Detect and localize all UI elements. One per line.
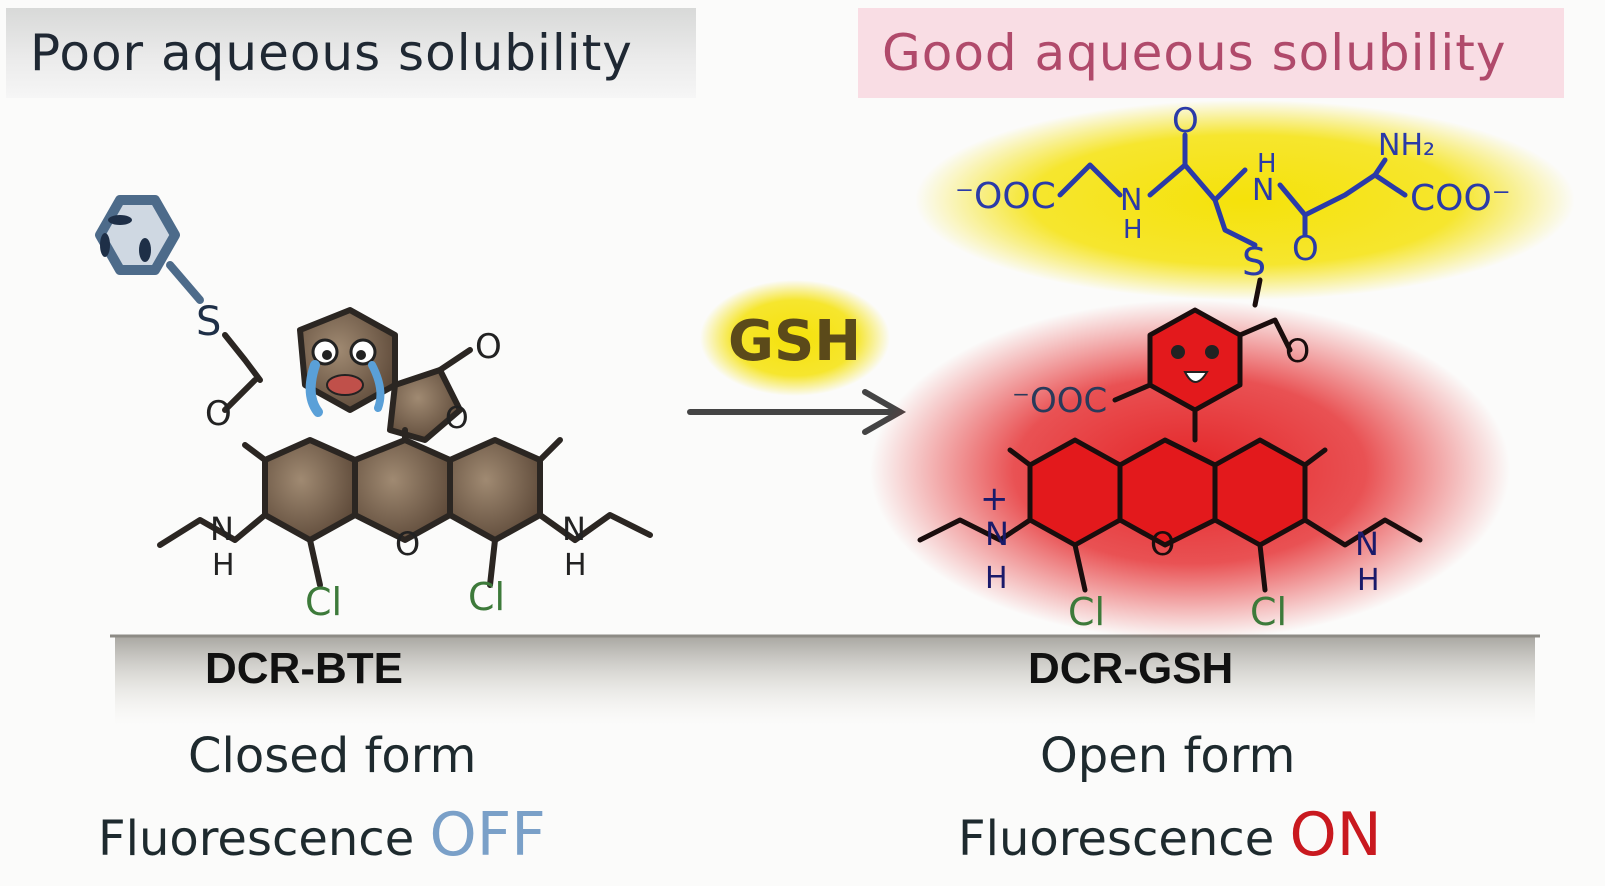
left-banner-text: Poor aqueous solubility bbox=[30, 24, 633, 82]
oxygen-label: O bbox=[445, 401, 469, 436]
left-fluorescence-prefix: Fluorescence bbox=[98, 811, 415, 867]
phenyl-bond bbox=[100, 233, 110, 257]
nitrogen-label: N bbox=[1355, 525, 1379, 563]
xanthene-right bbox=[447, 437, 543, 543]
hydrogen-label: H bbox=[564, 548, 587, 583]
nitrogen-label: N bbox=[562, 510, 586, 548]
nitrogen-label: N bbox=[210, 510, 234, 548]
gsh-glow bbox=[700, 280, 890, 396]
oxygen-label: O bbox=[1285, 332, 1310, 370]
oxygen-label: O bbox=[1292, 229, 1319, 269]
dcr-bte-atom-labels: S O O O O N H N H Cl Cl bbox=[196, 299, 587, 624]
carboxylate-label: ⁻OOC bbox=[955, 176, 1056, 217]
right-banner: Good aqueous solubility bbox=[858, 8, 1564, 98]
reaction-arrow bbox=[687, 389, 907, 435]
hydrogen-label: H bbox=[1357, 563, 1380, 598]
hydrogen-label: H bbox=[985, 561, 1008, 596]
lactone-ring bbox=[387, 367, 463, 443]
benzoate-ring bbox=[1147, 307, 1243, 413]
carboxylate-label: COO⁻ bbox=[1410, 178, 1511, 219]
amine-label: NH₂ bbox=[1378, 128, 1435, 163]
chlorine-label: Cl bbox=[305, 580, 342, 624]
phenyl-bond bbox=[108, 215, 132, 225]
reagent-label: GSH bbox=[728, 309, 861, 374]
sulfur-label: S bbox=[196, 299, 221, 345]
gsh-structure bbox=[1057, 132, 1408, 248]
plus-label: + bbox=[980, 479, 1009, 519]
right-fluorescence-prefix: Fluorescence bbox=[958, 811, 1275, 867]
oxygen-label: O bbox=[205, 394, 232, 434]
xanthene-right bbox=[1212, 437, 1308, 548]
dcr-bte-structure bbox=[95, 195, 653, 588]
oxygen-label: O bbox=[395, 525, 420, 563]
fluorescence-off-label: OFF bbox=[429, 800, 546, 870]
chlorine-label: Cl bbox=[468, 575, 505, 619]
left-fluorescence-line: Fluorescence OFF bbox=[98, 800, 546, 870]
hydrogen-label: H bbox=[1123, 215, 1143, 245]
nitrogen-label: N bbox=[985, 515, 1009, 553]
gsh-atom-labels: ⁻OOC N H O H N O NH₂ COO⁻ S bbox=[955, 101, 1511, 284]
ground-shadow bbox=[115, 635, 1535, 725]
crying-face bbox=[305, 338, 385, 417]
left-compound-name: DCR-BTE bbox=[205, 644, 403, 693]
xanthene-left bbox=[262, 437, 358, 543]
oxygen-label: O bbox=[1150, 525, 1175, 563]
nitrogen-label: N bbox=[1252, 173, 1274, 208]
hydrogen-label: H bbox=[1257, 149, 1277, 179]
hydrogen-label: H bbox=[212, 548, 235, 583]
gsh-chain-glow bbox=[915, 100, 1575, 300]
left-banner: Poor aqueous solubility bbox=[6, 8, 696, 98]
sulfur-label: S bbox=[1242, 240, 1266, 284]
xanthene-left bbox=[1027, 437, 1123, 548]
phenyl-bond bbox=[139, 238, 151, 262]
right-form-label: Open form bbox=[1040, 728, 1296, 784]
happy-face bbox=[1171, 345, 1219, 383]
nitrogen-label: N bbox=[1120, 183, 1142, 218]
chlorine-label: Cl bbox=[1068, 590, 1105, 634]
right-banner-text: Good aqueous solubility bbox=[882, 24, 1507, 82]
oxygen-label: O bbox=[475, 327, 502, 367]
right-compound-name: DCR-GSH bbox=[1028, 644, 1234, 693]
dcr-gsh-atom-labels: O ⁻OOC O + N H N H Cl Cl bbox=[980, 332, 1380, 634]
dcr-gsh-structure bbox=[917, 277, 1423, 593]
carboxylate-label: ⁻OOC bbox=[1012, 381, 1107, 421]
phenyl-ring bbox=[95, 195, 180, 275]
left-form-label: Closed form bbox=[188, 728, 477, 784]
right-fluorescence-line: Fluorescence ON bbox=[958, 800, 1382, 870]
chlorine-label: Cl bbox=[1250, 590, 1287, 634]
oxygen-label: O bbox=[1172, 101, 1199, 141]
fluorescence-on-label: ON bbox=[1289, 800, 1382, 870]
